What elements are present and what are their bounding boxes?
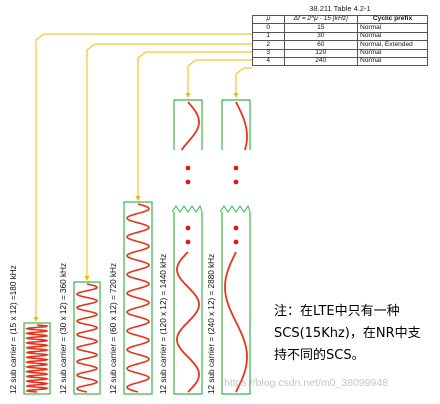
cp-cell: Normal: [357, 48, 428, 58]
mu-cell: 4: [252, 56, 285, 67]
table-row: 3 120 Normal: [252, 48, 428, 58]
scs-cell: 30: [283, 31, 358, 42]
note-text: 注：在LTE中只有一种 SCS(15Khz)，在NR中支 持不同的SCS。: [274, 301, 434, 367]
header-cyclic-prefix: Cyclic prefix: [357, 14, 428, 25]
mapping-arrows: [33, 33, 252, 322]
subcarrier-box-top: [173, 99, 203, 150]
note-line: SCS(15Khz)，在NR中支: [274, 326, 421, 341]
carrier-label: 12 sub carrier = (15 x 12) =180 kHz: [9, 265, 18, 394]
mapping-arrow: [233, 67, 252, 98]
watermark: https://blog.csdn.net/m0_38099948: [224, 377, 389, 389]
ellipsis-dot: [233, 179, 239, 185]
subcarrier-box-top: [221, 99, 251, 150]
subcarrier-wave: [224, 251, 248, 393]
ellipsis-dot: [185, 165, 191, 171]
subcarrier-wave: [235, 101, 248, 151]
subcarrier-box: [23, 322, 51, 395]
subcarrier-wave: [76, 283, 98, 393]
cp-cell: Normal: [357, 56, 428, 67]
ellipsis-dot: [233, 225, 239, 231]
header-mu: μ: [252, 14, 285, 25]
ellipsis-dot: [233, 239, 239, 245]
note-line: 持不同的SCS。: [274, 348, 365, 363]
table-caption: 38.211 Table 4.2-1: [309, 4, 371, 13]
cp-cell: Normal, Extended: [357, 40, 428, 50]
subcarrier-box-bottom: [221, 212, 251, 395]
ellipsis-dot: [185, 225, 191, 231]
mapping-arrow: [135, 51, 252, 201]
mu-cell: 3: [252, 48, 285, 58]
table-row: 2 60 Normal, Extended: [252, 40, 428, 50]
mu-cell: 2: [252, 40, 285, 50]
subcarrier-wave: [24, 324, 50, 393]
scs-cell: 15: [283, 23, 358, 33]
carrier-label: 12 sub carrier = (30 x 12) = 360 kHz: [59, 263, 68, 394]
subcarrier-box: [123, 201, 153, 395]
break-mark: [171, 204, 203, 213]
subcarrier-wave: [126, 203, 150, 393]
scs-cell: 120: [283, 48, 358, 58]
carrier-label: 12 sub carrier = (240 x 12) = 2880 kHz: [207, 254, 216, 394]
table-row: 4 240 Normal: [252, 56, 428, 67]
carrier-labels: 12 sub carrier = (15 x 12) =180 kHz 12 su…: [9, 254, 216, 394]
subcarrier-box-bottom: [173, 212, 203, 395]
mu-cell: 1: [252, 31, 285, 42]
mu-cell: 0: [252, 23, 285, 33]
carrier-label: 12 sub carrier = (60 x 12) = 720 kHz: [109, 263, 118, 394]
subcarrier-box: [73, 281, 101, 395]
mapping-arrow: [185, 59, 252, 98]
ellipsis-dot: [185, 179, 191, 185]
scs-cell: 60: [283, 40, 358, 50]
mapping-arrow: [33, 33, 252, 322]
table-row: 0 15 Normal: [252, 23, 428, 33]
table-row: 1 30 Normal: [252, 31, 428, 42]
break-mark: [219, 204, 251, 213]
scs-cell: 240: [283, 56, 358, 67]
note-line: 注：在LTE中只有一种: [274, 304, 400, 319]
cp-cell: Normal: [357, 23, 428, 33]
header-delta-f: Δf = 2^μ · 15 [kHz]: [283, 14, 358, 25]
subcarrier-wave: [180, 101, 200, 151]
subcarrier-wave: [176, 251, 200, 393]
ellipsis-dot: [233, 165, 239, 171]
cp-cell: Normal: [357, 31, 428, 42]
subcarrier-boxes: [23, 99, 251, 395]
mapping-arrow: [84, 43, 252, 281]
numerology-table: μ Δf = 2^μ · 15 [kHz] Cyclic prefix 0 15…: [252, 14, 428, 67]
carrier-label: 12 sub carrier = (120 x 12) = 1440 kHz: [159, 254, 168, 394]
ellipsis-dot: [185, 239, 191, 245]
